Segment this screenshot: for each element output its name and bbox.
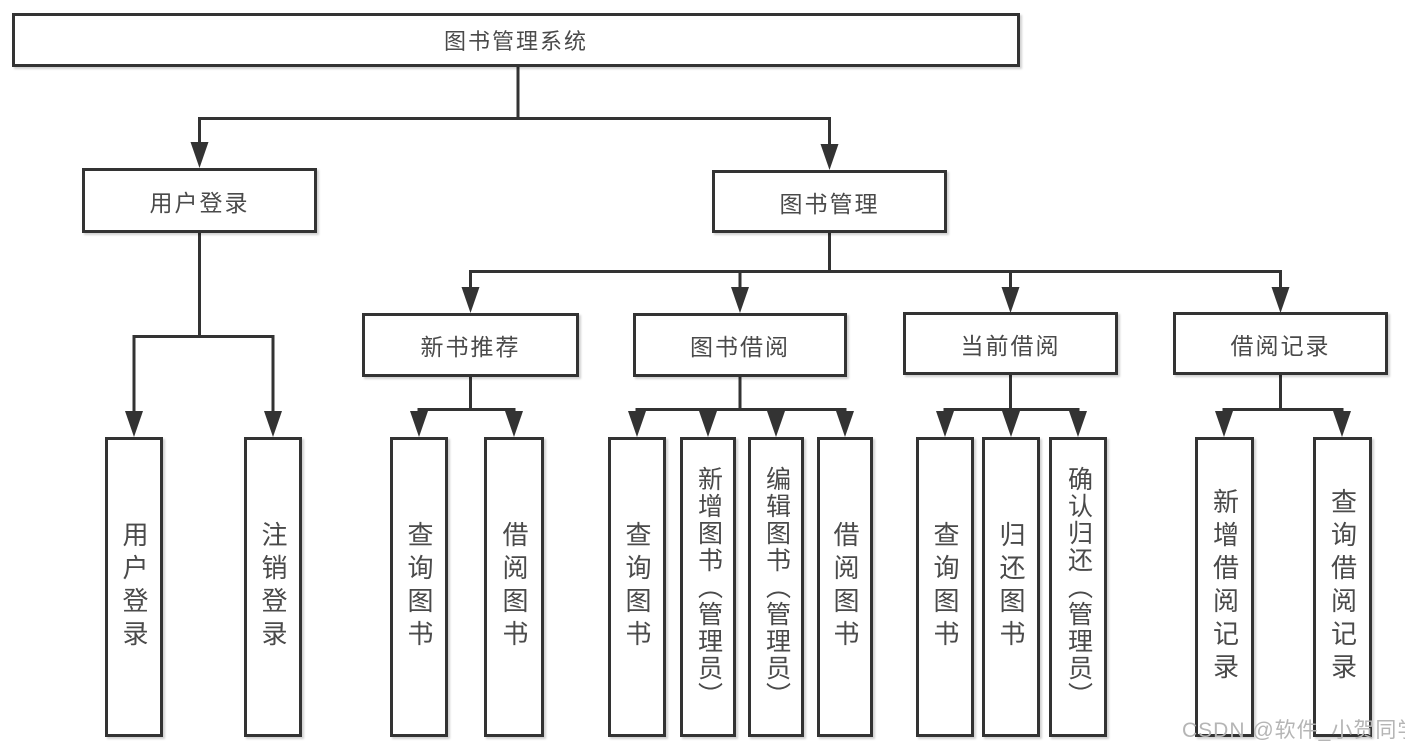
node-user-login: 用户登录	[82, 168, 317, 233]
leaf-borrow-query: 查询图书	[608, 437, 666, 737]
leaf-borrow-borrow: 借阅图书	[817, 437, 873, 737]
node-book-management: 图书管理	[712, 170, 947, 233]
leaf-records-query: 查询借阅记录	[1313, 437, 1372, 737]
leaf-newbooks-query: 查询图书	[390, 437, 448, 737]
node-root-system: 图书管理系统	[12, 13, 1020, 67]
leaf-user-login: 用户登录	[105, 437, 163, 737]
node-borrow-records: 借阅记录	[1173, 312, 1388, 375]
node-new-book-recommend: 新书推荐	[362, 313, 579, 377]
node-current-borrow: 当前借阅	[903, 312, 1118, 375]
leaf-borrow-add-admin: 新增图书（管理员）	[680, 437, 736, 737]
leaf-newbooks-borrow: 借阅图书	[484, 437, 544, 737]
csdn-watermark: CSDN @软件_小贺同学	[1182, 719, 1405, 742]
leaf-current-query: 查询图书	[916, 437, 974, 737]
leaf-current-return: 归还图书	[982, 437, 1040, 737]
leaf-current-confirm-admin: 确认归还（管理员）	[1049, 437, 1107, 737]
leaf-logout: 注销登录	[244, 437, 302, 737]
node-book-borrow: 图书借阅	[633, 313, 847, 377]
leaf-borrow-edit-admin: 编辑图书（管理员）	[748, 437, 804, 737]
leaf-records-add: 新增借阅记录	[1195, 437, 1254, 737]
arrowheads	[125, 142, 1351, 437]
